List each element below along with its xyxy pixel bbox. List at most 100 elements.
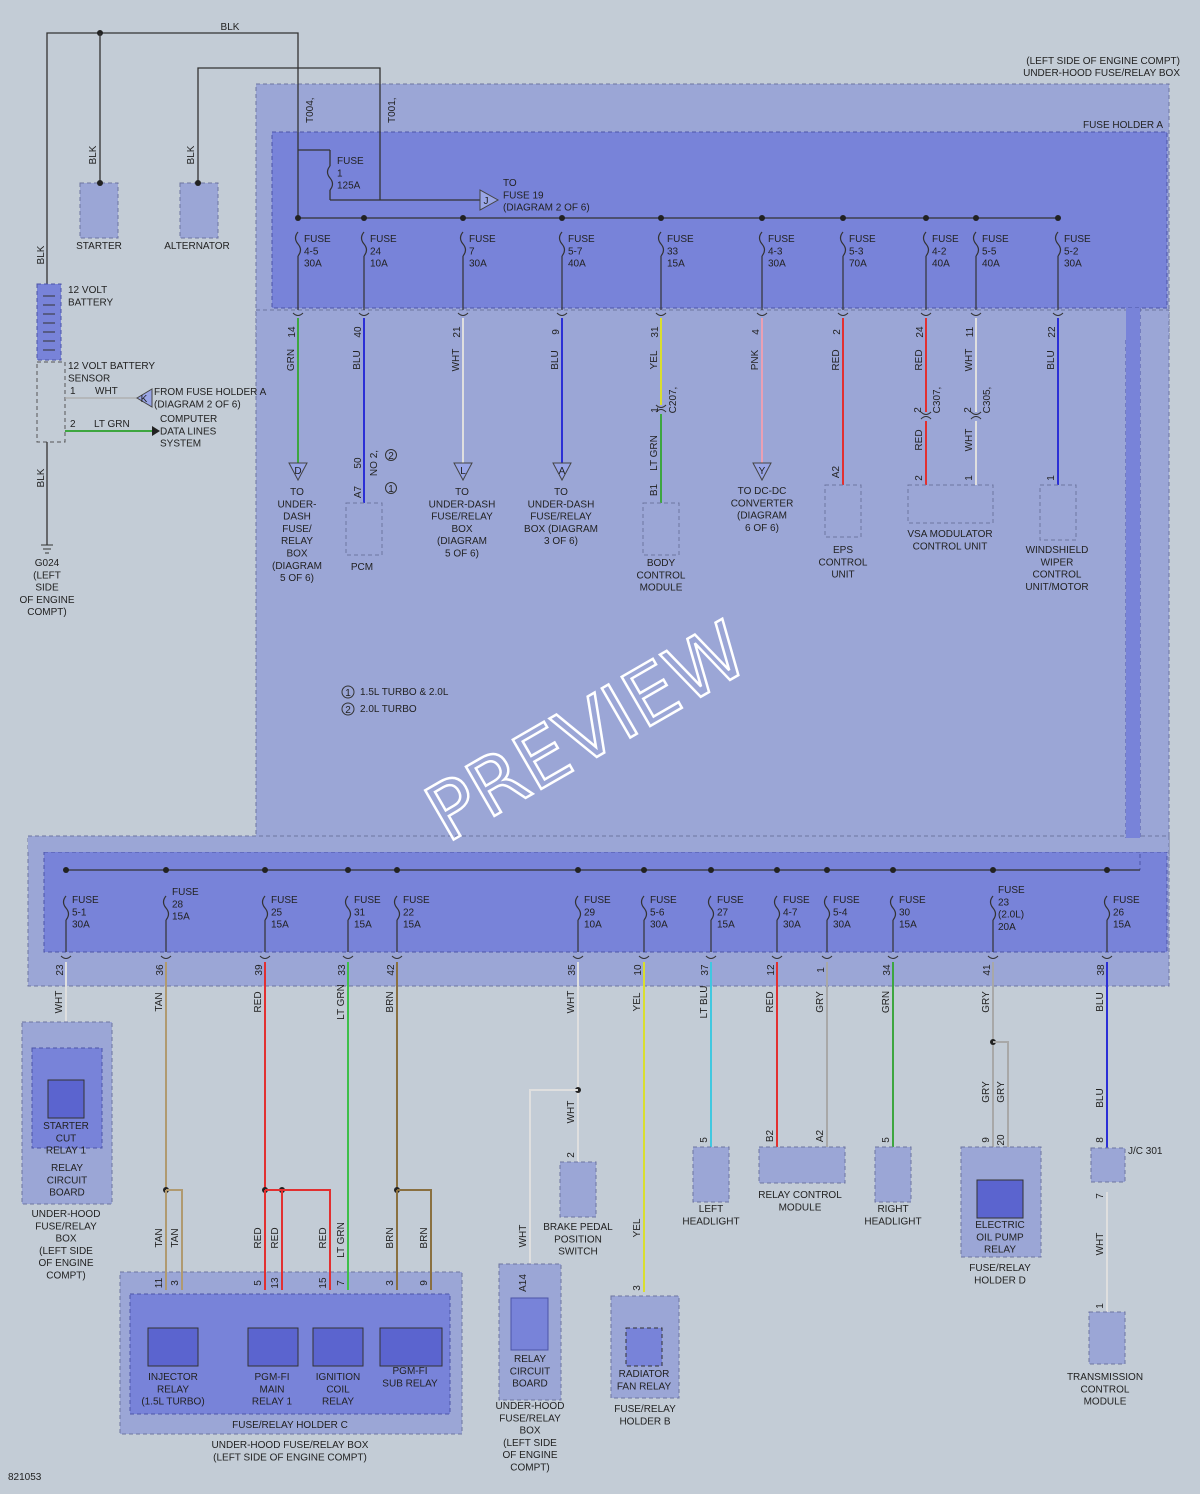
splice-dot (345, 867, 351, 873)
pin-number: 11 (965, 326, 976, 337)
fuse-label: FUSE (768, 234, 795, 245)
fuse-label: 15A (899, 920, 917, 931)
component-label: ELECTRIC (975, 1220, 1024, 1231)
pin-number: 13 (270, 1277, 281, 1289)
component-label: RELAY (984, 1245, 1016, 1256)
splice-dot (361, 215, 367, 221)
component-label: SWITCH (558, 1247, 597, 1258)
pin-number: 1 (650, 407, 661, 413)
fuse-label: FUSE (667, 234, 694, 245)
pin-number: 7 (1095, 1193, 1106, 1199)
splice-dot (262, 867, 268, 873)
pin-icon (1052, 312, 1064, 316)
destination-label: SYSTEM (160, 439, 201, 450)
component-label: UNDER-HOOD (32, 1209, 101, 1220)
fuse-label: FUSE (1113, 895, 1140, 906)
destination-label: FUSE 19 (503, 190, 544, 201)
pin-number: 42 (386, 964, 397, 976)
component-label: CUT (56, 1133, 77, 1144)
destination-label: TO (455, 487, 469, 498)
pin-icon (771, 955, 783, 959)
pin-number: 4 (751, 329, 762, 335)
connector-letter: L (460, 466, 466, 477)
fuse-label: 27 (717, 907, 729, 918)
relay-circuit-board (510, 1297, 549, 1351)
ground-icon (41, 544, 53, 554)
wire-color-label: BLU (352, 350, 363, 369)
component-label: CONTROL (1081, 1384, 1130, 1395)
pin-number: B2 (765, 1129, 776, 1142)
legend-mark: 2 (345, 705, 351, 716)
component-label: LEFT (699, 1204, 723, 1215)
component-label: RELAY (514, 1354, 546, 1365)
wire-color-label: BRN (385, 1227, 396, 1248)
wire-color-label: TAN (170, 1228, 181, 1247)
splice-dot (840, 215, 846, 221)
wire-color-label: BLU (1095, 992, 1106, 1011)
component-label: VSA MODULATOR (907, 529, 992, 540)
component-label: FAN RELAY (617, 1381, 672, 1392)
battery-sensor (36, 361, 66, 443)
connector-letter: J (484, 196, 489, 207)
fuse-icon (773, 895, 781, 921)
wire-color-label: RED (253, 991, 264, 1012)
wire-color-label: GRY (981, 991, 992, 1013)
fuse-holder-title: FUSE HOLDER A (1083, 120, 1163, 131)
fuse-label: FUSE (833, 895, 860, 906)
location-label: UNDER-HOOD FUSE/RELAY BOX (1023, 68, 1180, 79)
pin-number: 7 (336, 1280, 347, 1286)
fuse-label: 15A (271, 920, 289, 931)
destination-label: UNDER-DASH (429, 499, 496, 510)
wire-color-label: BRN (385, 991, 396, 1012)
wire-color-label: PNK (750, 349, 761, 370)
component-label: COIL (326, 1384, 350, 1395)
pin-icon (358, 312, 370, 316)
component-label: EPS (833, 545, 853, 556)
pin-number: 38 (1096, 964, 1107, 976)
wire-color-label: LT BLU (699, 986, 710, 1019)
fuse-icon (326, 165, 334, 191)
component-label: PCM (351, 562, 373, 573)
component-label: OF ENGINE (38, 1258, 93, 1269)
relay-control-module (758, 1146, 846, 1184)
splice-dot (973, 215, 979, 221)
connector-arrow-icon (288, 462, 308, 482)
fuse-label: 15A (667, 259, 685, 270)
component-label: OIL PUMP (976, 1232, 1024, 1243)
component-label: HEADLIGHT (864, 1216, 921, 1227)
splice-dot (923, 215, 929, 221)
wire-color-label: RED (914, 349, 925, 370)
wire-label: WHT (95, 386, 118, 397)
component-label: TRANSMISSION (1067, 1372, 1143, 1383)
wire-color-label: WHT (54, 991, 65, 1014)
pin-number: 34 (882, 964, 893, 976)
component-label: MAIN (260, 1384, 285, 1395)
fuse-label: FUSE (1064, 234, 1091, 245)
fuse-label: 5-1 (72, 907, 87, 918)
component-label: RIGHT (877, 1204, 908, 1215)
component-label: RELAY (322, 1397, 354, 1408)
pin-number: 3 (385, 1280, 396, 1286)
fuse-label: 23 (998, 897, 1010, 908)
legend-text: 1.5L TURBO & 2.0L (360, 687, 449, 698)
component-label: CIRCUIT (47, 1175, 88, 1186)
pin-icon (987, 955, 999, 959)
fuse-icon (972, 231, 980, 257)
pin-number: 9 (419, 1280, 430, 1286)
pin-icon (970, 312, 982, 316)
fuse-icon (62, 895, 70, 921)
battery-label: 12 VOLT (68, 285, 107, 296)
fuse-icon (558, 231, 566, 257)
component-label: RELAY 1 (46, 1146, 87, 1157)
fuse-icon (459, 231, 467, 257)
wire-color-label: TAN (154, 1228, 165, 1247)
pin-number: 14 (287, 326, 298, 338)
connector-label: C207, (668, 387, 679, 414)
wire-color-label: WHT (566, 991, 577, 1014)
connector-label: C305, (982, 387, 993, 414)
pcm (345, 502, 383, 556)
fuse-label: FUSE (72, 895, 99, 906)
fuse-label: 10A (584, 920, 602, 931)
pin-number: A7 (353, 485, 364, 498)
